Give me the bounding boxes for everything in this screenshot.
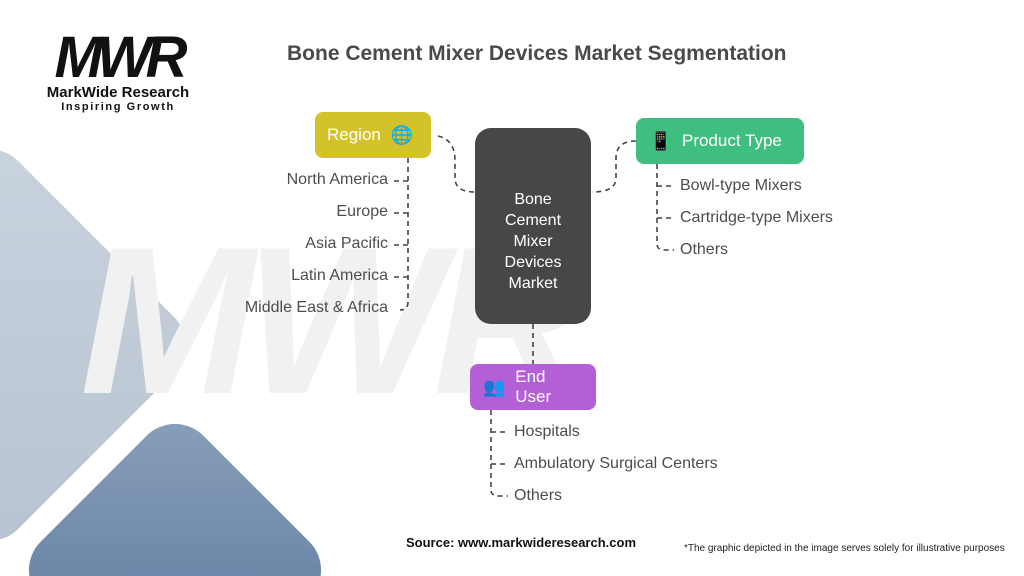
segment-product-type: 📱 Product Type bbox=[636, 118, 804, 164]
region-items: North America Europe Asia Pacific Latin … bbox=[245, 164, 388, 324]
center-node: Bone Cement Mixer Devices Market bbox=[475, 128, 591, 324]
disclaimer-text: *The graphic depicted in the image serve… bbox=[684, 543, 1005, 554]
logo-tagline: Inspiring Growth bbox=[61, 101, 175, 113]
source-text: Source: www.markwideresearch.com bbox=[406, 535, 637, 550]
logo-mark: MWR bbox=[54, 25, 188, 90]
segment-product-type-label: Product Type bbox=[682, 131, 782, 150]
list-item: Cartridge-type Mixers bbox=[680, 209, 833, 226]
logo: MWR MarkWide Research Inspiring Growth bbox=[38, 25, 198, 114]
logo-name: MarkWide Research bbox=[46, 84, 190, 101]
list-item: Others bbox=[514, 487, 563, 504]
globe-icon: 🌐 bbox=[390, 124, 414, 145]
list-item: Ambulatory Surgical Centers bbox=[514, 455, 718, 472]
segment-region: Region 🌐 bbox=[315, 112, 431, 158]
list-item: North America bbox=[286, 171, 388, 188]
list-item: Hospitals bbox=[514, 423, 580, 440]
list-item: Middle East & Africa bbox=[244, 299, 388, 316]
end-user-items: Hospitals Ambulatory Surgical Centers Ot… bbox=[514, 416, 718, 512]
product-type-items: Bowl-type Mixers Cartridge-type Mixers O… bbox=[680, 170, 833, 266]
list-item: Others bbox=[680, 241, 729, 258]
segment-end-user-label: End User bbox=[515, 367, 552, 406]
list-item: Europe bbox=[336, 203, 388, 220]
list-item: Latin America bbox=[291, 267, 388, 284]
devices-icon: 📱 bbox=[649, 130, 673, 151]
segment-region-label: Region bbox=[327, 125, 381, 144]
page-title: Bone Cement Mixer Devices Market Segment… bbox=[287, 42, 787, 65]
segment-end-user: 👥 End User bbox=[470, 364, 596, 410]
users-refresh-icon: 👥 bbox=[483, 376, 506, 397]
center-node-label: Bone Cement Mixer Devices Market bbox=[504, 190, 562, 292]
list-item: Asia Pacific bbox=[305, 235, 388, 252]
list-item: Bowl-type Mixers bbox=[680, 177, 802, 194]
